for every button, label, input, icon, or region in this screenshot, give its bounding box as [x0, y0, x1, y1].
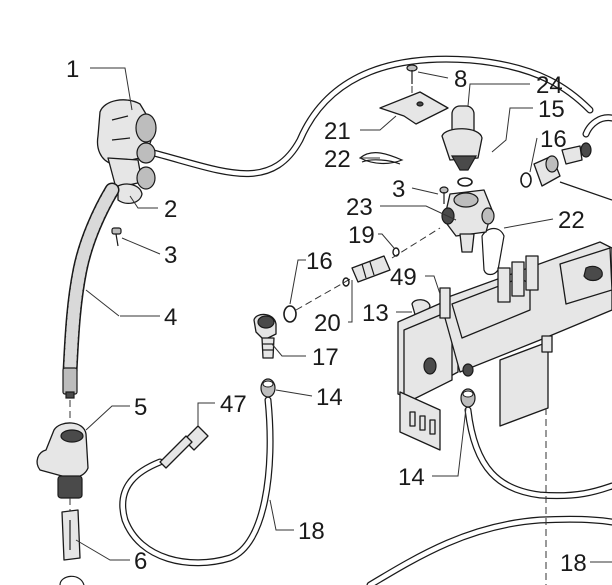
label-part-5: 5 [134, 394, 147, 421]
label-part-17: 17 [312, 344, 339, 371]
label-part-3: 3 [164, 242, 177, 269]
label-part-22: 22 [324, 146, 351, 173]
part-23-valve-body [441, 189, 495, 253]
label-part-18: 18 [560, 550, 587, 577]
part-3-screw-mid [439, 186, 449, 204]
callout-labels: 1 2 3 4 5 6 8 24 15 21 16 22 3 23 22 19 … [66, 56, 587, 577]
part-21-plate [379, 91, 449, 125]
part-14-sleeve-right [460, 388, 476, 408]
part-24-valve [441, 105, 483, 187]
label-part-15: 15 [538, 96, 565, 123]
hose-bottom [366, 515, 612, 585]
label-part-2: 2 [164, 196, 177, 223]
part-2-clip [117, 183, 143, 205]
label-part-16: 16 [306, 248, 333, 275]
label-part-47: 47 [220, 391, 247, 418]
part-3-screw-left [111, 227, 122, 247]
part-15-fitting [533, 142, 612, 201]
label-part-14: 14 [398, 464, 425, 491]
hose-top-right [582, 114, 612, 138]
hose-18-right [464, 406, 612, 500]
part-8-screw [406, 64, 418, 96]
part-20-valve-insert [295, 227, 441, 311]
label-part-4: 4 [164, 304, 177, 331]
part-22-clip-top [358, 152, 404, 165]
label-part-21: 21 [324, 118, 351, 145]
label-part-13: 13 [362, 300, 389, 327]
part-5-nozzle [36, 422, 89, 512]
label-part-14: 14 [316, 384, 343, 411]
label-part-24: 24 [536, 72, 563, 99]
part-17-elbow [253, 313, 277, 359]
part-16-oring-lower [283, 305, 297, 323]
label-part-3: 3 [392, 176, 405, 203]
part-19-oring [392, 247, 400, 257]
leader-lines [75, 67, 612, 563]
part-4-steam-wand [62, 182, 120, 420]
label-part-19: 19 [348, 222, 375, 249]
hose-long-top [146, 55, 594, 177]
part-14-sleeve-left [260, 378, 276, 398]
label-part-49: 49 [390, 264, 417, 291]
hose-18-left [119, 396, 274, 567]
part-16-oring-upper [520, 172, 532, 188]
label-part-22: 22 [558, 207, 585, 234]
part-49-bracket [397, 241, 612, 585]
label-part-16: 16 [540, 126, 567, 153]
label-part-8: 8 [454, 66, 467, 93]
label-part-23: 23 [346, 194, 373, 221]
label-part-18: 18 [298, 518, 325, 545]
label-part-6: 6 [134, 548, 147, 575]
label-part-1: 1 [66, 56, 79, 83]
part-6-tube [59, 509, 85, 585]
label-part-20: 20 [314, 310, 341, 337]
part-47-connector [159, 425, 209, 469]
part-1-manifold [96, 99, 157, 190]
